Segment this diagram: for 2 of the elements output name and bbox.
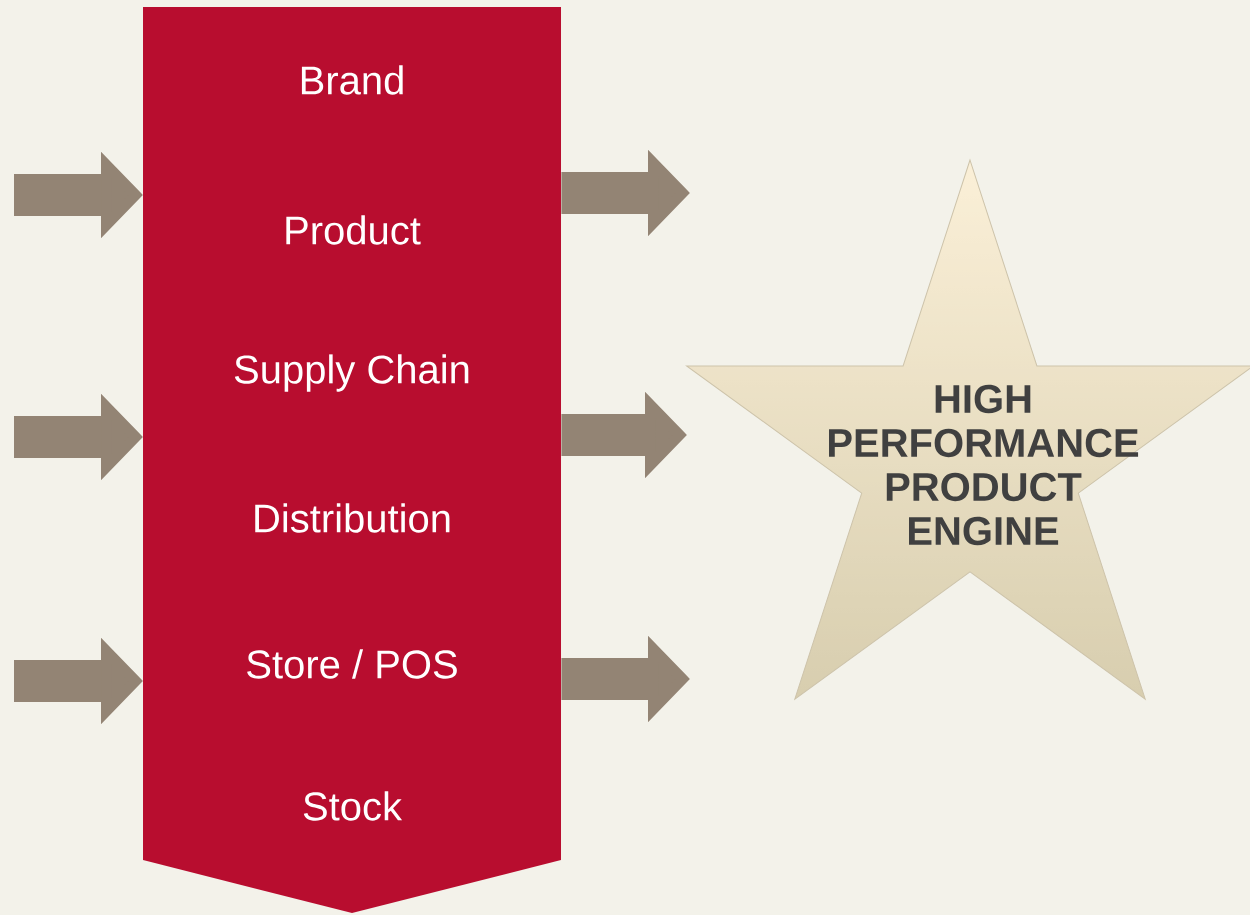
chevron-band: Brand Product Supply Chain Distribution Store / POS Stock — [143, 7, 561, 913]
star: HIGH PERFORMANCE PRODUCT ENGINE — [686, 159, 1250, 700]
